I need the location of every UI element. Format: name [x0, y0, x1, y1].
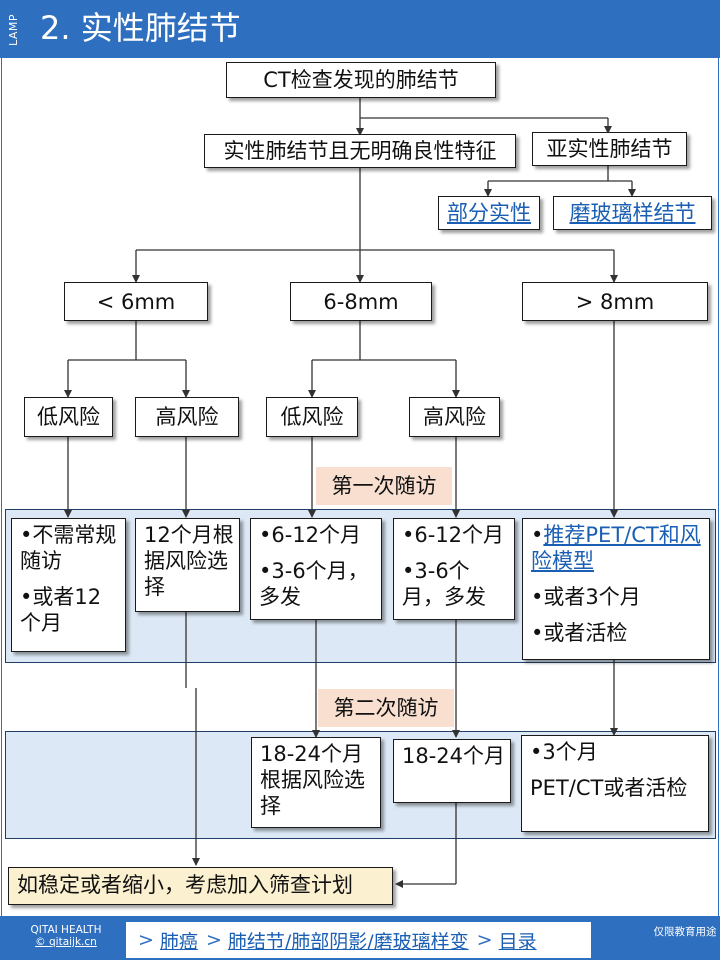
- second-followup-mid-high: 18-24个月: [393, 739, 511, 803]
- size-gt8-node: > 8mm: [522, 282, 708, 321]
- brand-block: QITAI HEALTH © qitaijk.cn: [0, 924, 132, 948]
- first-mid-high-item-2: •3-6个月，多发: [402, 559, 486, 609]
- second-gt8-item-2: PET/CT或者活检: [530, 776, 688, 800]
- breadcrumb-separator-1: >: [138, 929, 154, 951]
- first-mid-low-item-2: •3-6个月，多发: [259, 559, 369, 609]
- header-bar: [0, 0, 720, 58]
- lt6-low-risk-node: 低风险: [24, 397, 113, 437]
- breadcrumb-separator-2: >: [205, 929, 222, 951]
- conclusion-box: 如稳定或者缩小，考虑加入筛查计划: [8, 867, 393, 905]
- first-followup-lt6-low: •不需常规随访 •或者12个月: [11, 518, 126, 652]
- first-followup-gt8: •推荐PET/CT和风险模型 •或者3个月 •或者活检: [522, 518, 710, 660]
- pet-ct-risk-model-link[interactable]: 推荐PET/CT和风险模型: [531, 523, 701, 573]
- first-followup-label: 第一次随访: [316, 467, 452, 505]
- breadcrumb-lung-cancer-link[interactable]: 肺癌: [159, 930, 198, 953]
- solid-nodule-node: 实性肺结节且无明确良性特征: [204, 134, 516, 168]
- mid-high-risk-node: 高风险: [409, 397, 500, 437]
- brand-site-link[interactable]: © qitaijk.cn: [35, 936, 97, 948]
- ggo-nodule-link[interactable]: 磨玻璃样结节: [553, 196, 712, 230]
- first-followup-lt6-high: 12个月根据风险选择: [135, 518, 240, 612]
- first-lt6-high-item-1: 12个月根据风险选择: [144, 523, 234, 599]
- breadcrumb-separator-3: >: [476, 929, 493, 951]
- first-mid-high-item-1: •6-12个月: [402, 523, 505, 547]
- breadcrumb: > 肺癌 > 肺结节/肺部阴影/磨玻璃样变 > 目录: [126, 922, 591, 958]
- brand-name: QITAI HEALTH: [30, 924, 102, 936]
- size-6-8-node: 6-8mm: [290, 282, 432, 321]
- first-followup-mid-low: •6-12个月 •3-6个月，多发: [250, 518, 382, 620]
- mid-low-risk-node: 低风险: [266, 397, 358, 437]
- first-gt8-bullet: •: [531, 523, 544, 547]
- first-mid-low-item-1: •6-12个月: [259, 523, 362, 547]
- first-gt8-item-2: •或者3个月: [531, 585, 641, 609]
- second-followup-mid-low: 18-24个月根据风险选择: [251, 737, 381, 828]
- first-gt8-item-3: •或者活检: [531, 621, 628, 645]
- lt6-high-risk-node: 高风险: [135, 397, 239, 437]
- root-node-ct-finding: CT检查发现的肺结节: [226, 62, 496, 98]
- second-mid-high-item: 18-24个月: [402, 744, 506, 768]
- part-solid-link[interactable]: 部分实性: [438, 196, 540, 230]
- first-lt6-low-item-1: •不需常规随访: [20, 523, 117, 573]
- page-title: 2. 实性肺结节: [40, 9, 241, 47]
- breadcrumb-contents-link[interactable]: 目录: [498, 930, 537, 953]
- second-followup-label: 第二次随访: [318, 689, 454, 727]
- size-lt6-node: < 6mm: [64, 282, 208, 321]
- first-followup-mid-high: •6-12个月 •3-6个月，多发: [393, 518, 515, 620]
- breadcrumb-nodule-link[interactable]: 肺结节/肺部阴影/磨玻璃样变: [227, 930, 469, 953]
- subsolid-nodule-node: 亚实性肺结节: [532, 132, 687, 166]
- education-only-note: 仅限教育用途: [653, 926, 717, 938]
- second-mid-low-item: 18-24个月根据风险选择: [260, 742, 365, 818]
- second-followup-gt8: •3个月 PET/CT或者活检: [521, 735, 709, 832]
- first-lt6-low-item-2: •或者12个月: [20, 585, 102, 635]
- second-gt8-item-1: •3个月: [530, 740, 598, 764]
